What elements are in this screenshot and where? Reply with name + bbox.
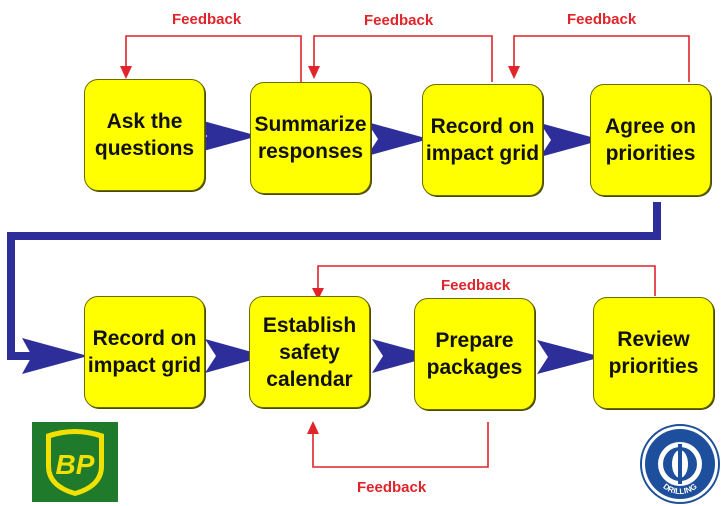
- feedback-loop-4: [317, 265, 656, 296]
- feedback-label: Feedback: [567, 11, 637, 28]
- row-return-arrowhead: [22, 338, 88, 374]
- step-box-agree-priorities: Agree on priorities: [590, 84, 711, 196]
- step-label: Review priorities: [608, 328, 699, 378]
- feedback-arrowhead-1: [120, 66, 132, 79]
- step-label: Record on impact grid: [87, 327, 202, 377]
- chevron-connector-4: [205, 339, 266, 373]
- step-box-prepare-packages: Prepare packages: [414, 298, 535, 410]
- step-label: Prepare packages: [426, 329, 523, 379]
- feedback-loop-3: [513, 35, 690, 82]
- step-box-ask-questions: Ask the questions: [84, 79, 205, 191]
- feedback-label: Feedback: [172, 11, 242, 28]
- step-label: Summarize responses: [254, 113, 367, 163]
- row-return-connector: [7, 202, 661, 360]
- chevron-connector-1: [196, 119, 258, 153]
- svg-text:BP: BP: [56, 449, 95, 480]
- svg-text:DRILLING: DRILLING: [661, 482, 698, 496]
- feedback-arrowhead-2: [308, 66, 320, 79]
- feedback-arrowhead-5: [307, 421, 319, 434]
- feedback-loop-2: [313, 35, 493, 82]
- feedback-arrowhead-3: [508, 66, 520, 79]
- feedback-label: Feedback: [364, 12, 434, 29]
- drilling-company-seal-icon: DRILLING: [640, 424, 720, 504]
- step-box-review-priorities: Review priorities: [593, 297, 714, 409]
- chevron-connector-5: [372, 339, 434, 373]
- feedback-loop-1: [125, 35, 302, 82]
- step-label: Agree on priorities: [604, 115, 696, 165]
- step-label: Establish safety calendar: [262, 313, 357, 391]
- step-label: Record on impact grid: [425, 115, 540, 165]
- chevron-connector-6: [537, 340, 602, 374]
- chevron-connector-2: [367, 122, 429, 156]
- step-box-record-impact-grid: Record on impact grid: [422, 84, 543, 196]
- step-box-establish-safety-calendar: Establish safety calendar: [249, 296, 370, 408]
- feedback-label: Feedback: [441, 277, 511, 294]
- feedback-loop-5: [312, 422, 489, 468]
- feedback-label: Feedback: [357, 479, 427, 496]
- step-box-summarize-responses: Summarize responses: [250, 82, 371, 194]
- bp-logo-icon: BP: [32, 422, 118, 502]
- feedback-arrowhead-4: [312, 288, 324, 300]
- step-box-record-impact-grid-2: Record on impact grid: [84, 296, 205, 408]
- step-label: Ask the questions: [94, 110, 195, 160]
- chevron-connector-3: [540, 123, 602, 157]
